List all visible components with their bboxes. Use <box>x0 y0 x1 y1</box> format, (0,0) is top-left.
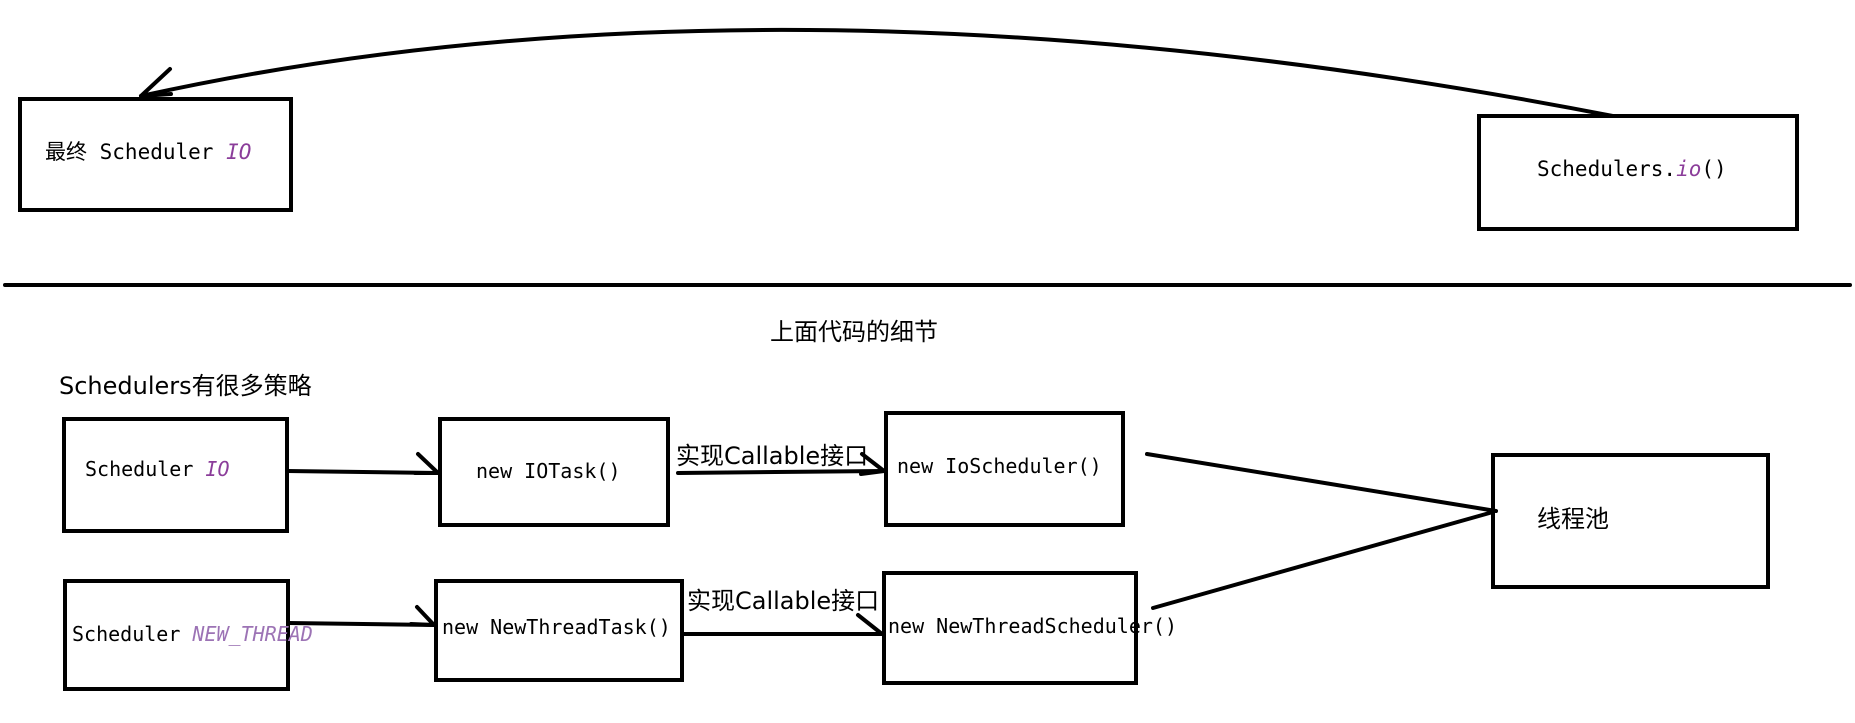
scheduler-new-thread-label: Scheduler NEW_THREAD <box>72 622 313 646</box>
row2-edge-label: 实现Callable接口 <box>687 587 879 615</box>
row1-arrowhead-2 <box>859 452 886 476</box>
io-scheduler-label: new IoScheduler() <box>897 454 1102 478</box>
top-left-box-label: 最终 Scheduler IO <box>45 140 251 164</box>
top-left-box-prefix: 最终 Scheduler <box>45 140 226 164</box>
new-thread-scheduler-box <box>882 571 1138 685</box>
top-right-box-label: Schedulers.io() <box>1537 157 1727 181</box>
new-thread-task-label: new NewThreadTask() <box>442 615 671 639</box>
row2-arrowhead-2 <box>856 613 884 636</box>
row1-arrowhead-1 <box>413 452 440 475</box>
row1-arrow-1 <box>285 469 440 475</box>
row2-arrowhead-1 <box>409 605 436 627</box>
io-task-label: new IOTask() <box>476 459 621 483</box>
row1-arrow-2 <box>676 469 886 475</box>
scheduler-io-prefix: Scheduler <box>85 457 205 481</box>
scheduler-new-thread-box <box>63 579 290 691</box>
thread-pool-box <box>1491 453 1770 589</box>
row1-edge-label: 实现Callable接口 <box>676 442 868 470</box>
scheduler-io-label: Scheduler IO <box>85 457 230 481</box>
top-left-box <box>18 97 293 212</box>
io-to-pool-line <box>1145 452 1498 513</box>
io-scheduler-box <box>884 411 1125 527</box>
io-task-box <box>438 417 670 527</box>
strategies-caption: Schedulers有很多策略 <box>59 372 312 400</box>
scheduler-new-thread-prefix: Scheduler <box>72 622 192 646</box>
thread-pool-label: 线程池 <box>1537 505 1609 533</box>
new-thread-task-box <box>434 579 684 682</box>
top-right-box <box>1477 114 1799 231</box>
section-title: 上面代码的细节 <box>770 318 938 346</box>
top-right-box-highlight: io <box>1676 157 1701 181</box>
top-right-box-suffix: () <box>1701 157 1726 181</box>
top-return-curve <box>139 27 1620 119</box>
scheduler-io-box <box>62 417 289 533</box>
scheduler-new-thread-highlight: NEW_THREAD <box>191 622 312 646</box>
new-thread-scheduler-label: new NewThreadScheduler() <box>888 614 1177 638</box>
top-return-arrowhead <box>139 67 173 98</box>
new-thread-to-pool-line <box>1151 510 1495 610</box>
top-left-box-highlight: IO <box>226 140 251 164</box>
scheduler-io-highlight: IO <box>205 457 229 481</box>
top-right-box-prefix: Schedulers. <box>1537 157 1676 181</box>
